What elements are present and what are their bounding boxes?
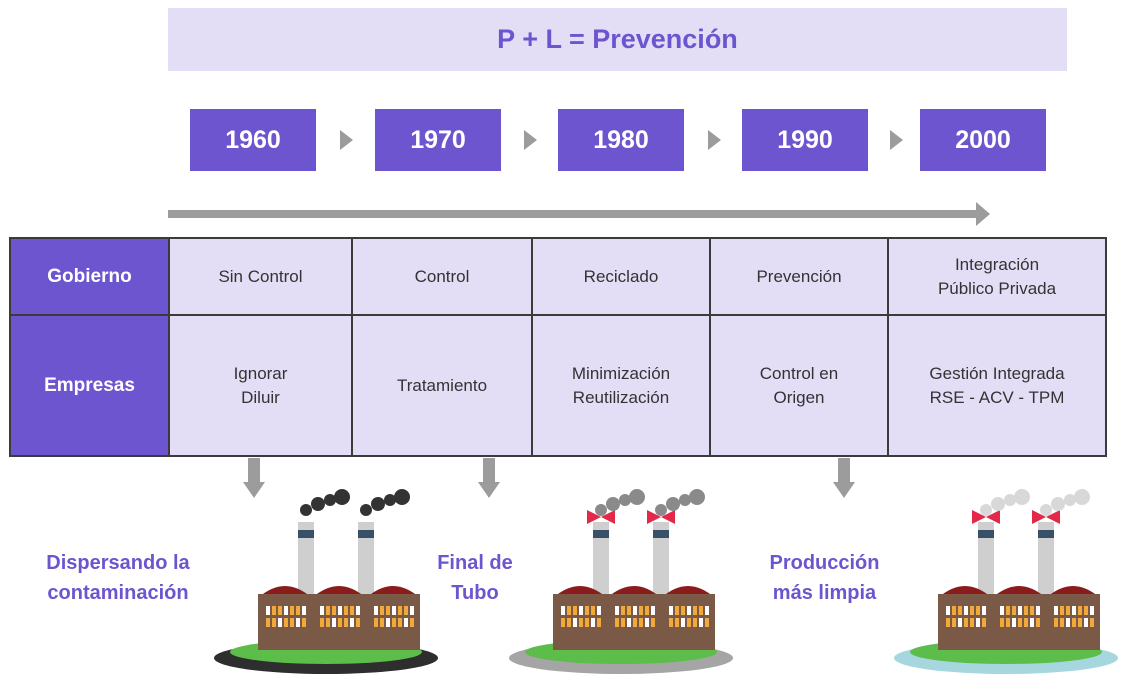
- table-cell: Control: [351, 237, 533, 316]
- arrow-down-icon: [833, 458, 855, 498]
- table-cell: Ignorar Diluir: [168, 314, 353, 457]
- table-cell: Integración Público Privada: [887, 237, 1107, 316]
- chevron-right-icon: [340, 130, 353, 150]
- factory-icon: [214, 489, 438, 674]
- year-box-1980: 1980: [558, 109, 684, 171]
- cell-text: Tratamiento: [396, 375, 488, 395]
- year-label: 2000: [955, 125, 1011, 154]
- year-label: 1960: [225, 125, 281, 154]
- year-label: 1970: [410, 125, 466, 154]
- cell-text: Ignorar Diluir: [233, 363, 288, 407]
- cell-text: Control en Origen: [759, 363, 839, 407]
- year-box-1970: 1970: [375, 109, 501, 171]
- stage-label-end-of-pipe: Final de Tubo: [437, 552, 513, 604]
- row-header-empresas: Empresas: [9, 314, 170, 457]
- row-header-label: Gobierno: [47, 265, 132, 287]
- year-label: 1990: [777, 125, 833, 154]
- chevron-right-icon: [708, 130, 721, 150]
- table-cell: Gestión Integrada RSE - ACV - TPM: [887, 314, 1107, 457]
- table-row-empresas: Empresas Ignorar Diluir Tratamiento Mini…: [9, 314, 1107, 457]
- timeline-arrow-line: [168, 210, 978, 218]
- stage-label-cleaner-production: Producción más limpia: [769, 552, 880, 604]
- cell-text: Prevención: [756, 266, 842, 286]
- year-box-1960: 1960: [190, 109, 316, 171]
- year-label: 1980: [593, 125, 649, 154]
- banner: P + L = Prevención: [168, 8, 1067, 71]
- row-header-gobierno: Gobierno: [9, 237, 170, 316]
- factory-icon: [894, 489, 1118, 674]
- stage-label-dispersion: Dispersando la contaminación: [46, 552, 190, 604]
- cell-text: Minimización Reutilización: [571, 363, 671, 407]
- chevron-right-icon: [890, 130, 903, 150]
- banner-title: P + L = Prevención: [497, 24, 738, 54]
- cell-text: Reciclado: [583, 266, 659, 286]
- evolution-matrix: Gobierno Sin Control Control Reciclado P…: [9, 237, 1107, 457]
- table-cell: Control en Origen: [709, 314, 889, 457]
- arrow-down-icon: [478, 458, 500, 498]
- row-header-label: Empresas: [44, 374, 135, 396]
- table-cell: Reciclado: [531, 237, 711, 316]
- table-cell: Minimización Reutilización: [531, 314, 711, 457]
- arrow-down-icon: [243, 458, 265, 498]
- year-box-2000: 2000: [920, 109, 1046, 171]
- cell-text: Sin Control: [218, 266, 303, 286]
- table-row-gobierno: Gobierno Sin Control Control Reciclado P…: [9, 237, 1107, 316]
- cell-text: Integración Público Privada: [937, 254, 1057, 298]
- arrow-right-icon: [976, 202, 990, 226]
- year-box-1990: 1990: [742, 109, 868, 171]
- cell-text: Control: [414, 266, 470, 286]
- table-cell: Prevención: [709, 237, 889, 316]
- table-cell: Sin Control: [168, 237, 353, 316]
- factory-icon: [509, 489, 733, 674]
- table-cell: Tratamiento: [351, 314, 533, 457]
- chevron-right-icon: [524, 130, 537, 150]
- cell-text: Gestión Integrada RSE - ACV - TPM: [929, 363, 1065, 407]
